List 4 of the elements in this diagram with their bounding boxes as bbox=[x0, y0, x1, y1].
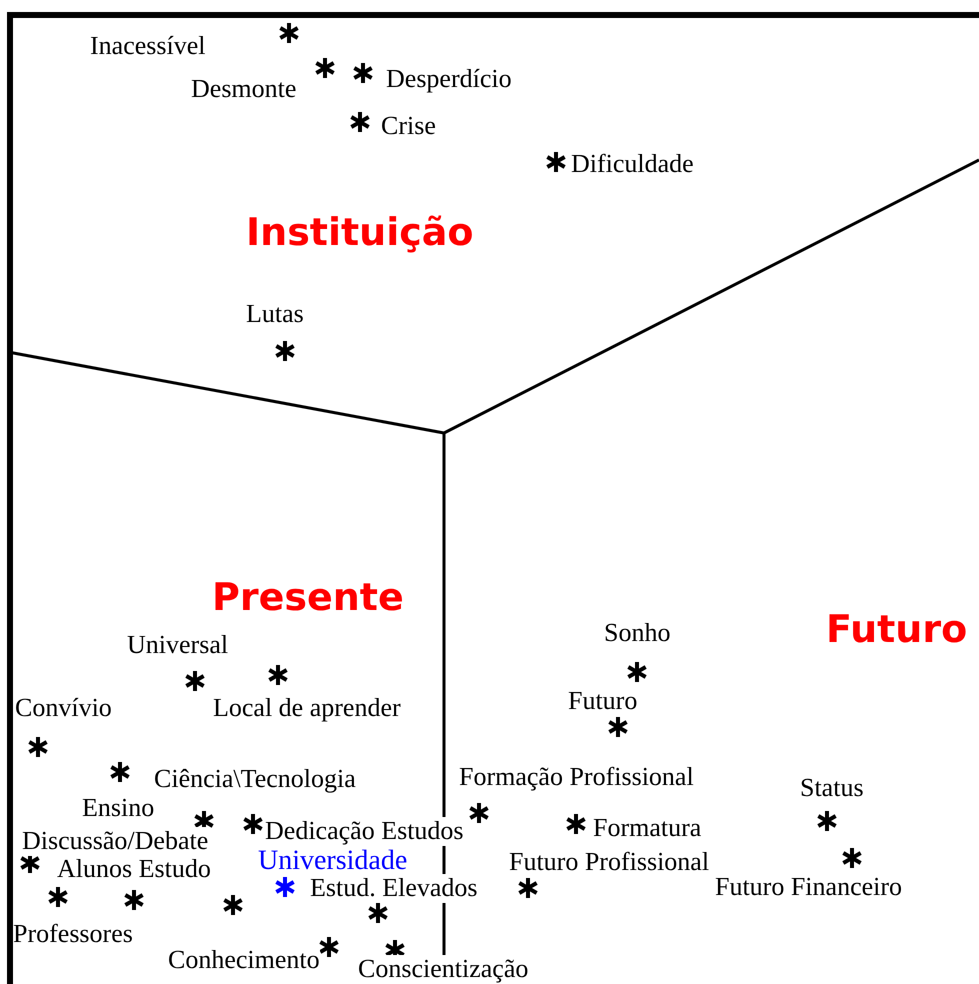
point-label: Discussão/Debate bbox=[22, 827, 208, 856]
point-label: Dedicação Estudos bbox=[265, 817, 464, 846]
point-label: Conscientização bbox=[358, 955, 528, 984]
point-label: Estud. Elevados bbox=[310, 874, 478, 903]
